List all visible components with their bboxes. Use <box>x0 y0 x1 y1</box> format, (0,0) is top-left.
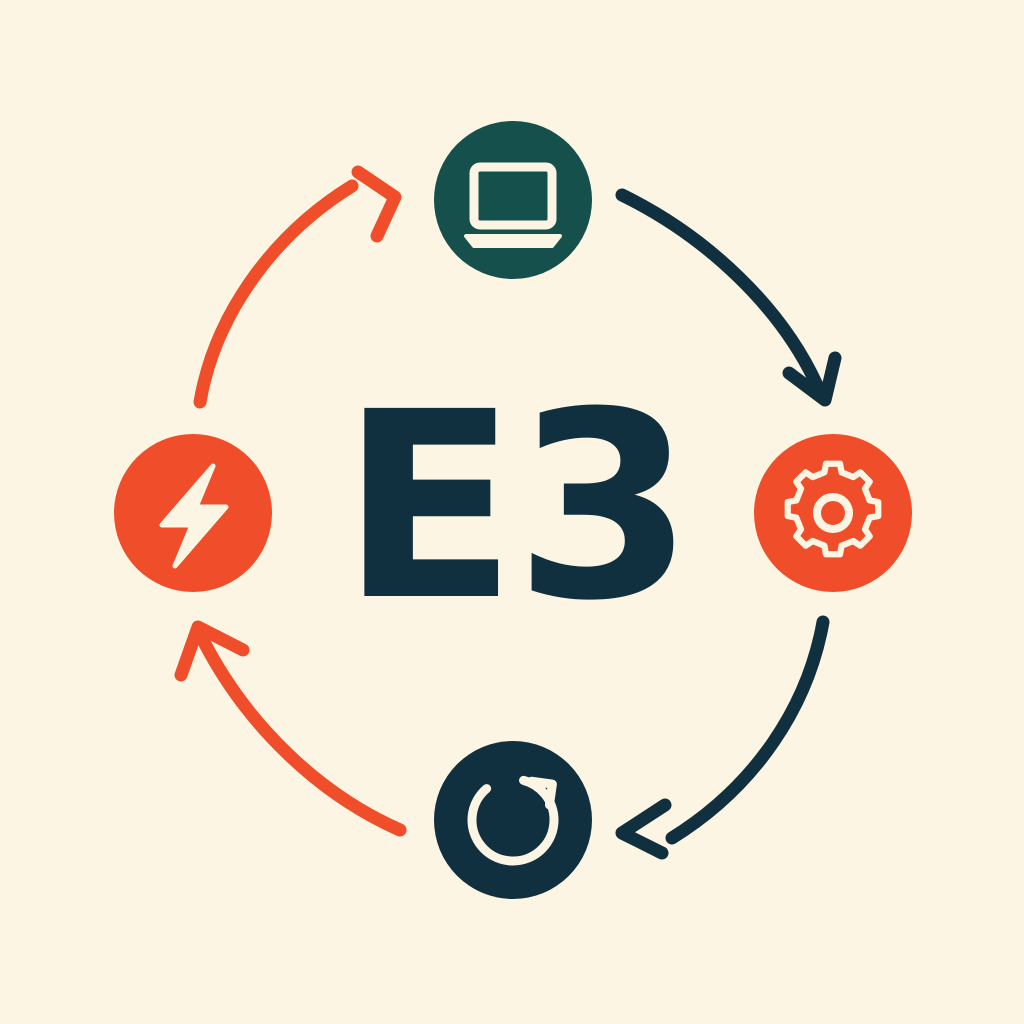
arrow-top-right <box>615 188 842 407</box>
node-bottom-circle[interactable] <box>434 741 592 899</box>
gear-icon <box>784 460 882 558</box>
arrow-bottom-right <box>615 615 830 860</box>
laptop-base <box>464 234 562 248</box>
arrow-bottom-right-shaft <box>665 615 830 845</box>
laptop-screen <box>469 162 557 230</box>
node-top-circle[interactable] <box>434 121 592 279</box>
arrow-bottom-left <box>174 620 407 837</box>
gear-hub <box>813 493 853 533</box>
arrow-top-left-head <box>351 165 402 243</box>
arrow-bottom-left-shaft <box>196 633 407 837</box>
center-label: E3 <box>341 357 692 657</box>
arrow-bottom-right-head <box>615 798 672 860</box>
gear-teeth <box>784 460 882 558</box>
bolt-icon <box>159 463 229 569</box>
arrow-top-right-shaft <box>615 188 827 399</box>
refresh-icon <box>467 774 559 866</box>
arrow-top-left <box>193 165 402 409</box>
refresh-arrowhead <box>527 776 557 810</box>
node-bottom[interactable] <box>434 741 592 899</box>
laptop-icon <box>464 162 562 248</box>
node-top[interactable] <box>434 121 592 279</box>
refresh-arc <box>467 774 559 866</box>
arrow-bottom-left-head <box>174 620 250 682</box>
arrow-top-left-shaft <box>193 179 359 409</box>
node-right[interactable] <box>754 434 912 592</box>
node-left[interactable] <box>114 434 272 592</box>
arrow-top-right-head <box>782 351 842 407</box>
node-right-circle[interactable] <box>754 434 912 592</box>
